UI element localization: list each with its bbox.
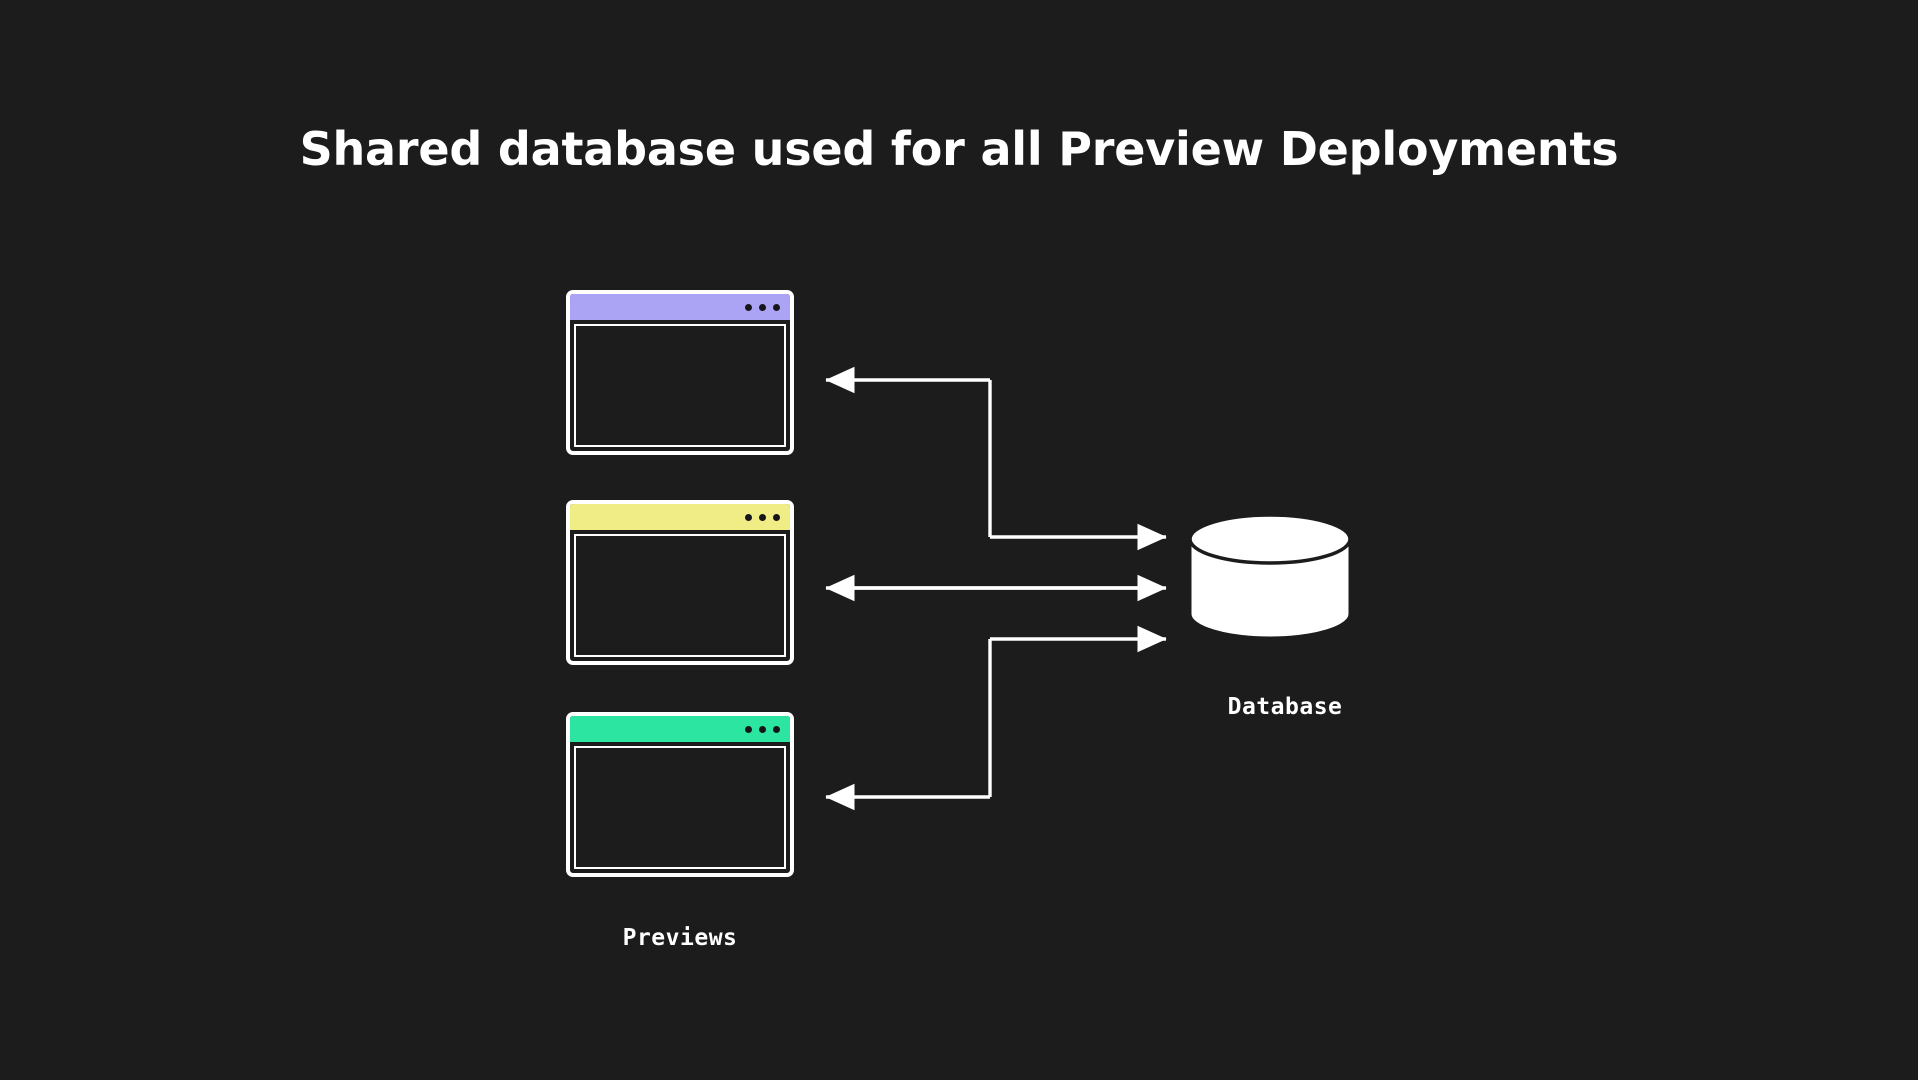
window-dot-icon (759, 513, 766, 521)
window-dot-icon (773, 725, 780, 733)
window-dot-icon (759, 725, 766, 733)
window-titlebar-green (570, 716, 790, 742)
preview-window-purple[interactable] (566, 290, 794, 455)
database-label: Database (1227, 694, 1343, 720)
window-dot-icon (773, 303, 780, 311)
database-cylinder-icon[interactable] (1185, 515, 1355, 645)
window-titlebar-purple (570, 294, 790, 320)
window-dot-icon (773, 513, 780, 521)
window-dots-green (745, 725, 780, 733)
window-dots-purple (745, 303, 780, 311)
window-content-yellow (574, 534, 786, 657)
window-content-green (574, 746, 786, 869)
database-top (1188, 515, 1352, 565)
window-content-purple (574, 324, 786, 447)
window-titlebar-yellow (570, 504, 790, 530)
preview-window-yellow[interactable] (566, 500, 794, 665)
database-body (1188, 537, 1352, 640)
window-dot-icon (745, 513, 752, 521)
window-dot-icon (759, 303, 766, 311)
preview-window-green[interactable] (566, 712, 794, 877)
previews-group-label: Previews (622, 925, 738, 951)
window-dot-icon (745, 725, 752, 733)
page-title: Shared database used for all Preview Dep… (299, 122, 1619, 176)
window-dot-icon (745, 303, 752, 311)
window-dots-yellow (745, 513, 780, 521)
